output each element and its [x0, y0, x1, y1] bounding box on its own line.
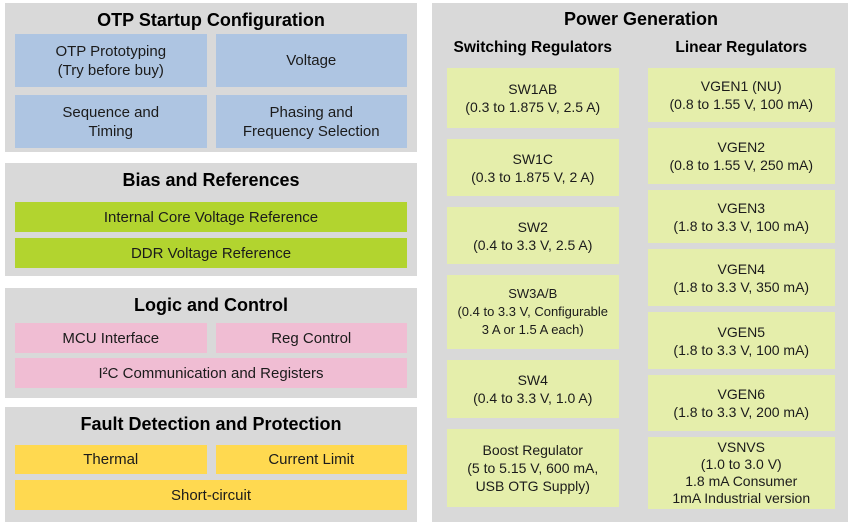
section-title-logic: Logic and Control — [134, 295, 288, 315]
header-linear-regulators: Linear Regulators — [675, 39, 808, 56]
block-vgen1: VGEN1 (NU) (0.8 to 1.55 V, 100 mA) — [647, 68, 835, 122]
header-switching-regulators: Switching Regulators — [453, 39, 612, 56]
section-title-otp: OTP Startup Configuration — [97, 10, 325, 30]
section-power-generation: Power Generation Switching Regulators Li… — [432, 3, 848, 522]
logic-block-grid: MCU Interface Reg Control — [15, 323, 407, 353]
block-i2c-communication-registers: I²C Communication and Registers — [15, 358, 407, 388]
left-column: OTP Startup Configuration OTP Prototypin… — [5, 3, 417, 522]
section-title-fault: Fault Detection and Protection — [80, 414, 342, 434]
block-sw4: SW4 (0.4 to 3.3 V, 1.0 A) — [447, 360, 619, 418]
block-vgen6: VGEN6 (1.8 to 3.3 V, 200 mA) — [647, 375, 835, 431]
block-reg-control: Reg Control — [215, 323, 407, 353]
section-fault-detection-protection: Fault Detection and Protection Thermal C… — [5, 407, 417, 522]
block-ddr-voltage-reference: DDR Voltage Reference — [15, 238, 407, 268]
block-sequence-timing: Sequence and Timing — [15, 95, 207, 148]
otp-block-grid: OTP Prototyping (Try before buy) Voltage… — [15, 34, 407, 148]
section-logic-control: Logic and Control MCU Interface Reg Cont… — [5, 288, 417, 398]
block-voltage: Voltage — [215, 34, 407, 87]
section-otp-startup-configuration: OTP Startup Configuration OTP Prototypin… — [5, 3, 417, 152]
fault-block-grid: Thermal Current Limit — [15, 445, 407, 474]
block-vgen4: VGEN4 (1.8 to 3.3 V, 350 mA) — [647, 249, 835, 306]
block-sw1ab: SW1AB (0.3 to 1.875 V, 2.5 A) — [447, 68, 619, 128]
block-thermal: Thermal — [15, 445, 207, 474]
section-bias-references: Bias and References Internal Core Voltag… — [5, 163, 417, 276]
block-otp-prototyping: OTP Prototyping (Try before buy) — [15, 34, 207, 87]
block-short-circuit: Short-circuit — [15, 480, 407, 510]
section-title-bias: Bias and References — [122, 170, 300, 190]
block-sw3ab: SW3A/B (0.4 to 3.3 V, Configurable 3 A o… — [447, 275, 619, 349]
regulator-columns: SW1AB (0.3 to 1.875 V, 2.5 A) SW1C (0.3 … — [447, 68, 835, 509]
block-sw1c: SW1C (0.3 to 1.875 V, 2 A) — [447, 139, 619, 196]
section-title-power-generation: Power Generation — [563, 9, 719, 29]
block-vsnvs: VSNVS (1.0 to 3.0 V) 1.8 mA Consumer 1mA… — [647, 437, 835, 509]
block-internal-core-voltage-reference: Internal Core Voltage Reference — [15, 202, 407, 232]
block-mcu-interface: MCU Interface — [15, 323, 207, 353]
block-vgen2: VGEN2 (0.8 to 1.55 V, 250 mA) — [647, 128, 835, 184]
block-phasing-frequency: Phasing and Frequency Selection — [215, 95, 407, 148]
block-vgen5: VGEN5 (1.8 to 3.3 V, 100 mA) — [647, 312, 835, 369]
block-sw2: SW2 (0.4 to 3.3 V, 2.5 A) — [447, 207, 619, 264]
regulator-column-headers: Switching Regulators Linear Regulators — [447, 38, 835, 57]
linear-regulators-column: VGEN1 (NU) (0.8 to 1.55 V, 100 mA) VGEN2… — [647, 68, 835, 509]
block-current-limit: Current Limit — [215, 445, 407, 474]
switching-regulators-column: SW1AB (0.3 to 1.875 V, 2.5 A) SW1C (0.3 … — [447, 68, 619, 509]
block-vgen3: VGEN3 (1.8 to 3.3 V, 100 mA) — [647, 190, 835, 243]
block-boost-regulator: Boost Regulator (5 to 5.15 V, 600 mA, US… — [447, 429, 619, 507]
